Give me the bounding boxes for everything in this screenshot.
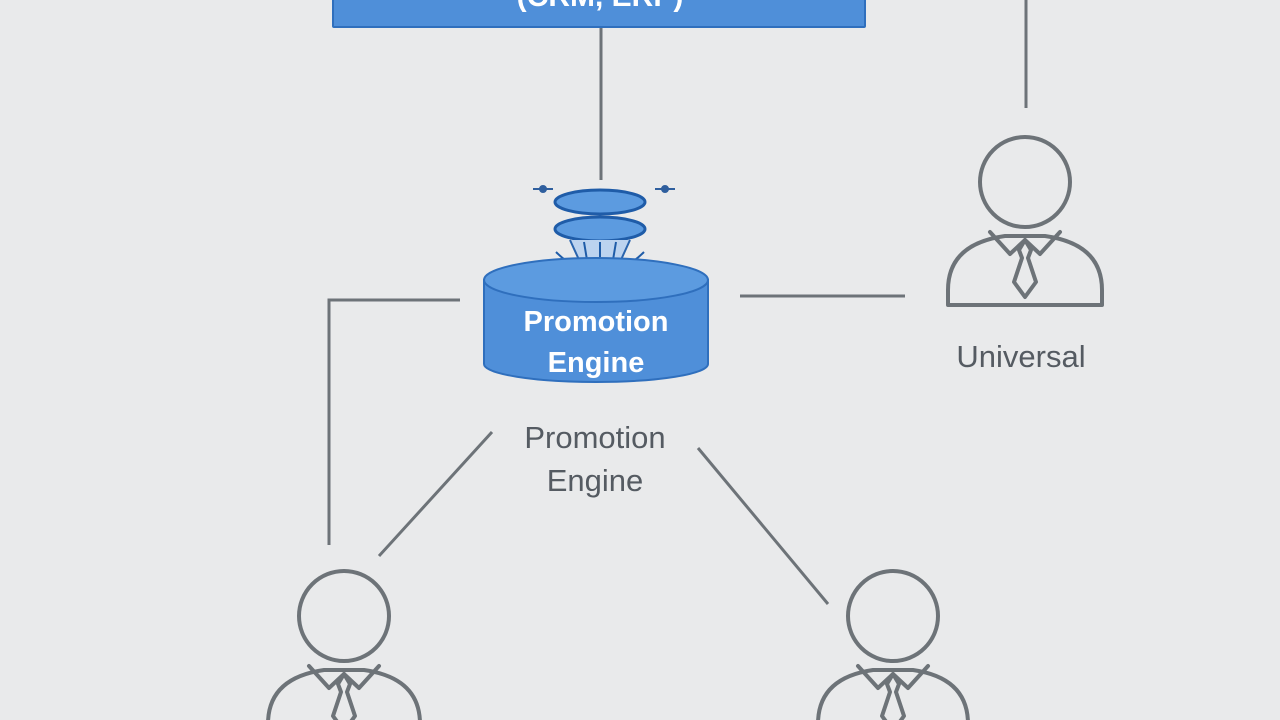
connector-engine-to-left — [327, 298, 460, 545]
top-system-box: (CRM, ERP) — [332, 0, 866, 28]
connectors — [327, 0, 1028, 605]
universal-user: Universal — [946, 135, 1104, 374]
engine-cylinder: Promotion Engine — [483, 257, 709, 383]
engine-node-label-line2: Engine — [548, 347, 645, 379]
top-system-box-rect — [332, 0, 866, 28]
universal-user-label: Universal — [956, 339, 1085, 374]
engine-caption-line2: Engine — [547, 463, 644, 498]
person-icon — [946, 135, 1104, 307]
engine-caption: Promotion Engine — [524, 420, 665, 498]
bottom-right-user — [816, 569, 970, 720]
engine-node-label-line1: Promotion — [524, 306, 669, 338]
bottom-left-user — [266, 569, 422, 720]
promotion-engine-node: Promotion Engine — [483, 185, 709, 383]
sparkle-icon — [533, 185, 675, 193]
top-system-box-label: (CRM, ERP) — [517, 0, 684, 13]
engine-caption-line1: Promotion — [524, 420, 665, 455]
person-icon — [266, 569, 422, 720]
connector-caption-to-bottom-right — [696, 447, 830, 605]
person-icon — [816, 569, 970, 720]
connector-caption-to-bottom-left — [377, 430, 494, 558]
